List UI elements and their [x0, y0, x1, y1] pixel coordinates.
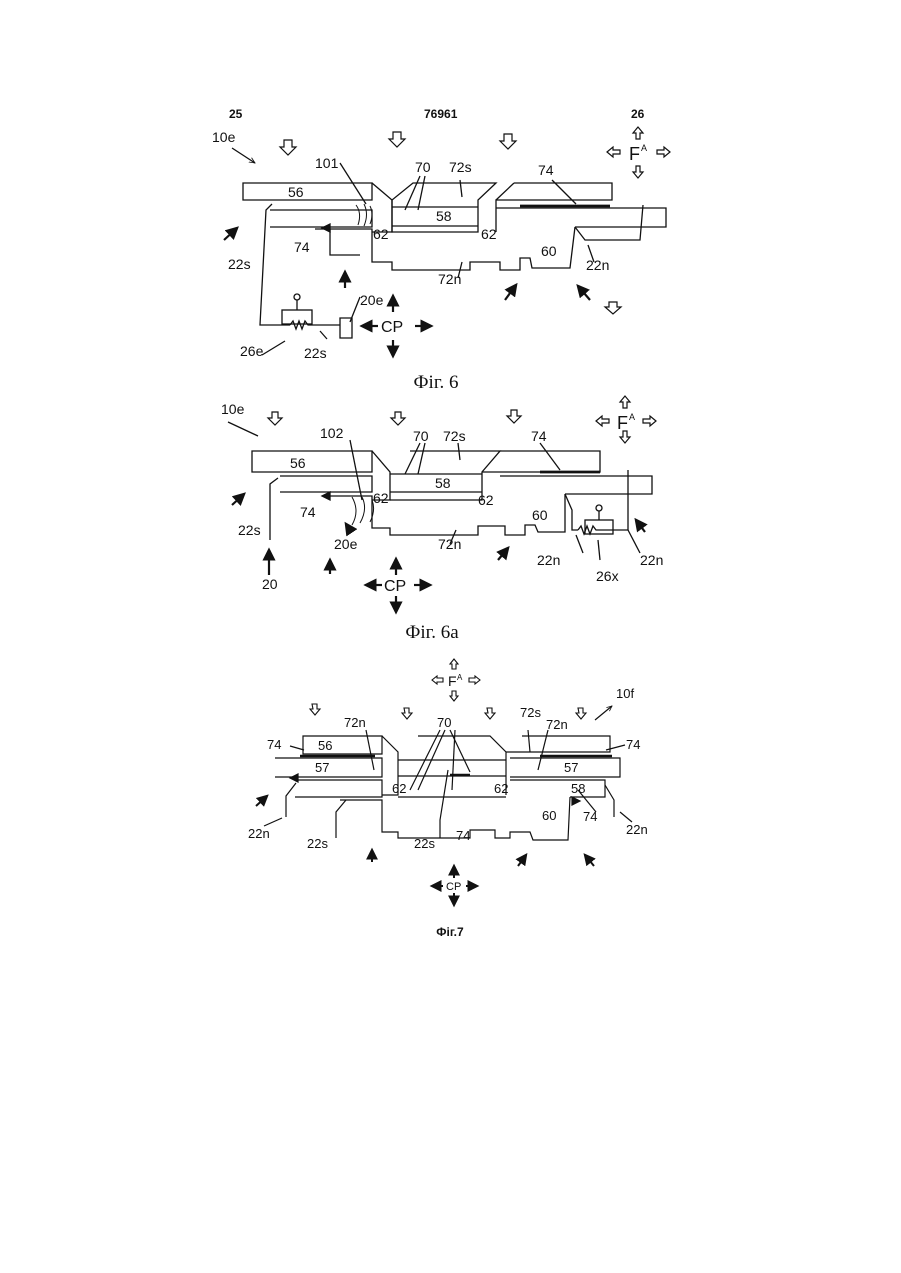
- fig6-block-60: [315, 227, 575, 270]
- fig6-label-72n: 72n: [438, 271, 461, 287]
- fig6a-label-56: 56: [290, 455, 306, 471]
- fig6-label-60: 60: [541, 243, 557, 259]
- fig6a-label-70: 70: [413, 428, 429, 444]
- fig6-label-101: 101: [315, 155, 339, 171]
- fig6-label-70: 70: [415, 159, 431, 175]
- document-number: 76961: [424, 107, 457, 121]
- fig6-label-20e: 20e: [360, 292, 384, 308]
- fig7-label-62-right: 62: [494, 781, 508, 796]
- fig6a-label-74-top: 74: [531, 428, 547, 444]
- fig6-label-26e: 26e: [240, 343, 264, 359]
- fig6-label-56: 56: [288, 184, 304, 200]
- fig6a-label-72n: 72n: [438, 536, 461, 552]
- fig7-label-fa: F: [448, 673, 457, 689]
- page-number-right: 26: [631, 107, 644, 121]
- fig6a-label-fa-sup: A: [629, 412, 635, 422]
- figure-6a-caption: Фіг. 6а: [405, 622, 458, 644]
- fig7-label-72n-left: 72n: [344, 715, 366, 730]
- fig7-label-70: 70: [437, 715, 451, 730]
- fig6a-label-62-right: 62: [478, 492, 494, 508]
- fig6a-label-cp: CP: [384, 578, 406, 595]
- figure-6-caption: Фіг. 6: [414, 372, 459, 394]
- fig6-layer-58: [270, 210, 372, 227]
- fig6-layer-56: [243, 183, 372, 200]
- fig6a-label-72s: 72s: [443, 428, 466, 444]
- fig7-label-fa-sup: A: [457, 673, 463, 682]
- fig7-label-74-right: 74: [583, 809, 597, 824]
- fig6-label-72s: 72s: [449, 159, 472, 175]
- fig7-label-74-mid: 74: [456, 828, 470, 843]
- fig7-label-cp: CP: [446, 881, 461, 893]
- fig6-label-22s-left: 22s: [228, 256, 251, 272]
- fig6-label-58: 58: [436, 208, 452, 224]
- fig6a-label-22s: 22s: [238, 522, 261, 538]
- fig6a-label-58: 58: [435, 475, 451, 491]
- fig6a-label-10e: 10e: [221, 401, 245, 417]
- fig6a-label-26x: 26x: [596, 568, 619, 584]
- fig6-label-62-left: 62: [373, 226, 389, 242]
- fig6-label-fa: F: [629, 144, 640, 164]
- fig7-label-22n-right: 22n: [626, 822, 648, 837]
- fig7-label-74-top-right: 74: [626, 737, 640, 752]
- fig6a-label-62-left: 62: [373, 490, 389, 506]
- fig7-label-56: 56: [318, 738, 332, 753]
- fig6-label-74-left: 74: [294, 239, 310, 255]
- fig7-label-62-left: 62: [392, 781, 406, 796]
- fig6-label-62-right: 62: [481, 226, 497, 242]
- fig7-label-60: 60: [542, 808, 556, 823]
- fig7-label-10f: 10f: [616, 686, 634, 701]
- fig6a-label-60: 60: [532, 507, 548, 523]
- fig7-block-60: [340, 797, 570, 840]
- fig6-label-22s-bottom: 22s: [304, 345, 327, 361]
- fig7-layer-center: [418, 736, 506, 795]
- fig7-label-22s-b: 22s: [414, 836, 435, 851]
- fig7-label-72n-right: 72n: [546, 717, 568, 732]
- fig6-label-22n: 22n: [586, 257, 609, 273]
- fig6a-label-20e: 20e: [334, 536, 358, 552]
- fig6a-label-74-left: 74: [300, 504, 316, 520]
- fig7-label-74-top-left: 74: [267, 737, 281, 752]
- fig6a-label-fa: F: [617, 413, 628, 433]
- figure-7-caption: Фіг.7: [436, 925, 463, 939]
- fig7-label-22s-a: 22s: [307, 836, 328, 851]
- figure-7-drawing: F A 10f 72n 70 72s 72n 74 56 74 57 57 62…: [0, 650, 901, 920]
- page-number-left: 25: [229, 107, 242, 121]
- fig7-layer-58: [295, 780, 382, 797]
- fig7-label-57-right: 57: [564, 760, 578, 775]
- figure-6-drawing: 10e 101 70 72s 74 56 58 62 62 74 60 22s …: [0, 120, 901, 370]
- fig7-label-57-left: 57: [315, 760, 329, 775]
- fig6-label-fa-sup: A: [641, 143, 647, 153]
- fig7-label-72s: 72s: [520, 705, 541, 720]
- fig6a-label-102: 102: [320, 425, 344, 441]
- fig7-label-58: 58: [571, 781, 585, 796]
- fig6-label-cp: CP: [381, 319, 403, 336]
- fig6a-label-20: 20: [262, 576, 278, 592]
- fig7-label-22n-left: 22n: [248, 826, 270, 841]
- fig6-label-10e: 10e: [212, 129, 236, 145]
- fig6a-label-22n-left: 22n: [537, 552, 560, 568]
- fig6-label-74-top: 74: [538, 162, 554, 178]
- fig6a-label-22n-right: 22n: [640, 552, 663, 568]
- figure-6a-drawing: 10e 102 70 72s 74 56 58 62 62 74 60 22s …: [0, 395, 901, 625]
